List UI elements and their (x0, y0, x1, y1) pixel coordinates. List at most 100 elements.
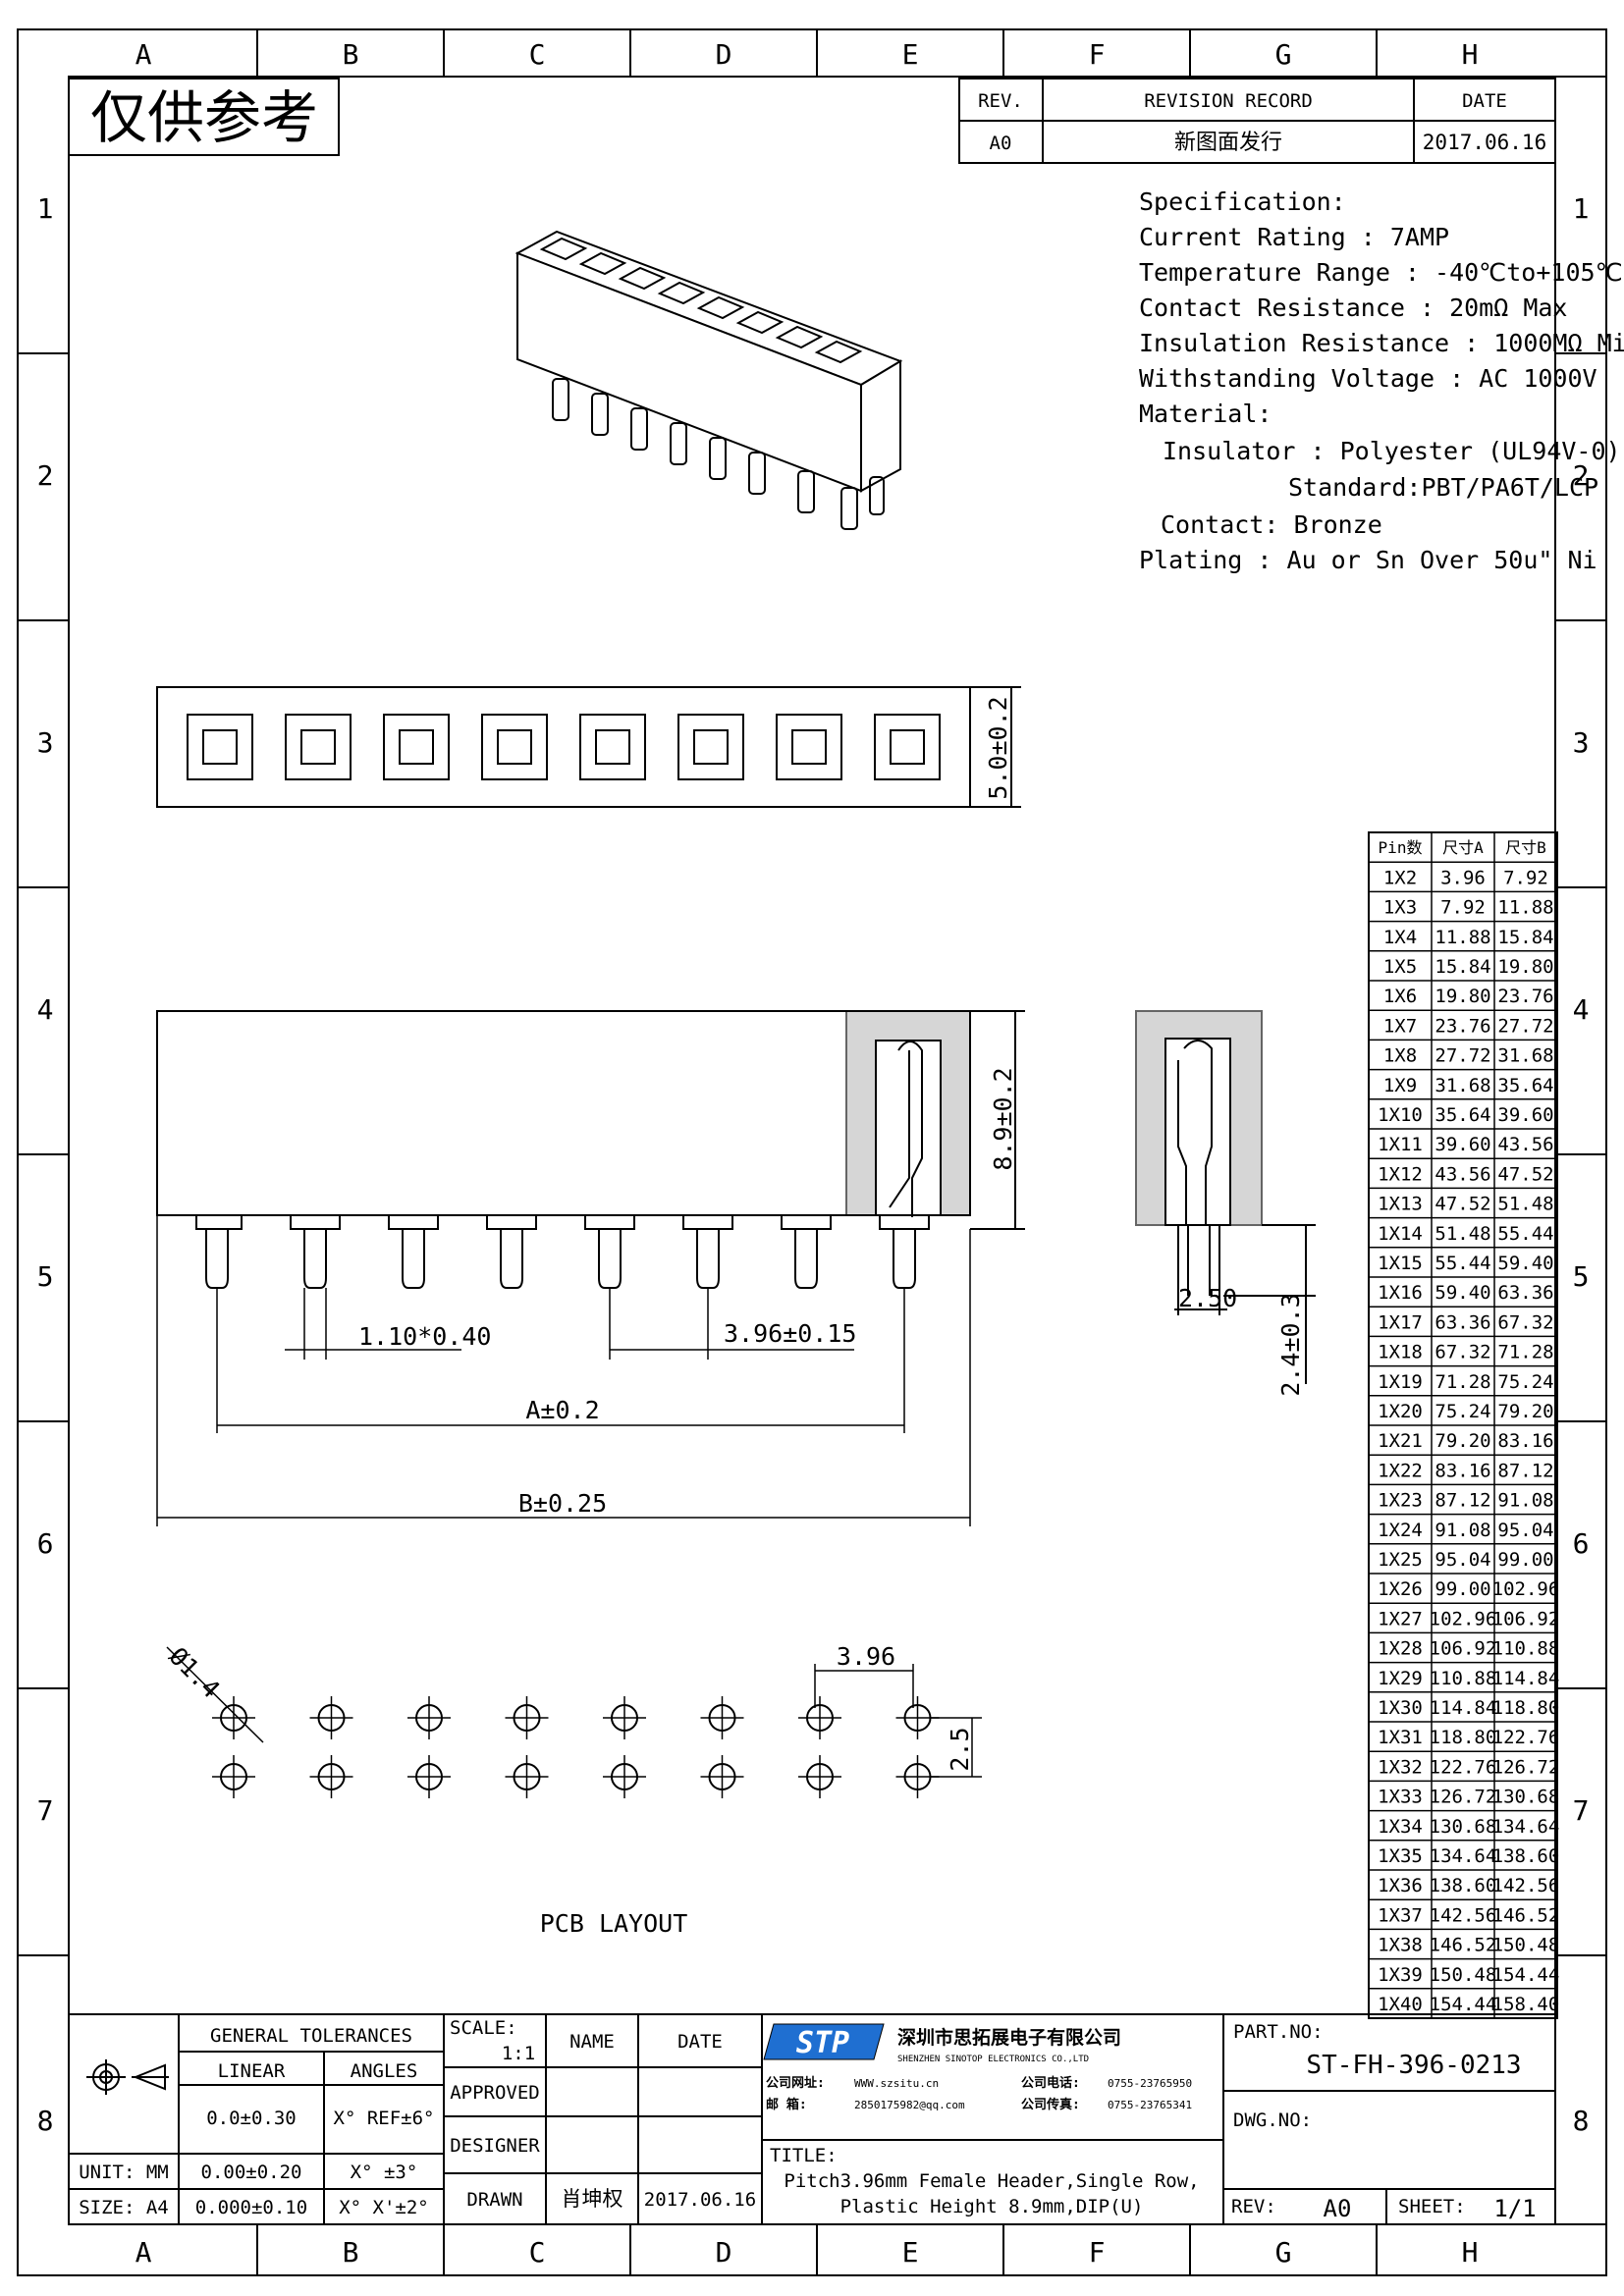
dim-a: A±0.2 (525, 1396, 599, 1424)
pin-table-cell: 110.88 (1492, 1638, 1560, 1660)
drawn-label: DRAWN (466, 2189, 522, 2211)
revision-block (958, 78, 1556, 164)
revision-record-header: REVISION RECORD (1144, 90, 1313, 112)
revision-date-value: 2017.06.16 (1423, 131, 1546, 154)
approved-label: APPROVED (450, 2082, 540, 2104)
general-tolerances: GENERAL TOLERANCES (210, 2025, 412, 2047)
company-logo: STP (763, 2023, 885, 2060)
grid-row-5: 5 (1573, 1260, 1590, 1293)
pin-table-header: Pin数 (1379, 838, 1423, 857)
dim-layout-row: 2.5 (946, 1727, 974, 1771)
pin-table-cell: 1X27 (1378, 1608, 1423, 1629)
pin-table-cell: 1X16 (1378, 1282, 1423, 1304)
name-header: NAME (569, 2031, 615, 2053)
pin-table-cell: 1X22 (1378, 1460, 1423, 1481)
pin-table-cell: 126.72 (1430, 1787, 1497, 1808)
spec-material: Material: (1139, 400, 1272, 428)
dim-row-pitch: 2.50 (1178, 1284, 1237, 1312)
pin-table-cell: 110.88 (1430, 1668, 1497, 1689)
spec-current-rating: Current Rating : 7AMP (1139, 223, 1449, 251)
pin-table-cell: 19.80 (1435, 986, 1490, 1007)
pin-table-cell: 51.48 (1435, 1223, 1490, 1245)
pin-table-cell: 35.64 (1497, 1075, 1553, 1096)
grid-col-e: E (902, 2236, 919, 2269)
pcb-hole (505, 1755, 549, 1798)
revision-record-value: 新图面发行 (1174, 131, 1282, 155)
pcb-hole (700, 1696, 744, 1739)
dim-tail: 2.4±0.3 (1276, 1293, 1305, 1396)
grid-col-c: C (529, 38, 546, 71)
pin-table-cell: 146.52 (1492, 1904, 1560, 1926)
top-view-slots (187, 714, 941, 780)
pin-table-cell: 63.36 (1497, 1282, 1553, 1304)
linear-tol-3: 0.000±0.10 (195, 2197, 307, 2218)
pin-table-cell: 1X36 (1378, 1875, 1423, 1896)
rev-value: A0 (990, 133, 1012, 154)
pin-table-cell: 1X2 (1383, 867, 1417, 888)
pin-table-cell: 67.32 (1497, 1311, 1553, 1333)
pin-table-cell: 55.44 (1497, 1223, 1553, 1245)
pin-table-cell: 1X30 (1378, 1697, 1423, 1719)
web-value: WWW.szsitu.cn (854, 2077, 939, 2090)
pin-table-cell: 99.00 (1497, 1549, 1553, 1571)
grid-col-h: H (1462, 38, 1479, 71)
rev-value-title: A0 (1324, 2195, 1352, 2222)
grid-col-g: G (1275, 2236, 1292, 2269)
pin-table-cell: 51.48 (1497, 1194, 1553, 1215)
pin-table-cell: 1X3 (1383, 897, 1417, 919)
dim-width-top: 5.0±0.2 (984, 696, 1012, 799)
pin-table-cell: 1X18 (1378, 1342, 1423, 1363)
pin-table-cell: 134.64 (1430, 1845, 1497, 1867)
grid-row-4: 4 (37, 993, 54, 1026)
title-line-2: Plastic Height 8.9mm,DIP(U) (840, 2196, 1144, 2217)
side-section-view (1135, 1010, 1316, 1384)
logo-text: STP (796, 2026, 849, 2060)
pin-table-cell: 106.92 (1492, 1608, 1560, 1629)
pin-table-cell: 79.20 (1497, 1401, 1553, 1422)
iso-slots (539, 237, 863, 364)
pin-table-cell: 138.60 (1492, 1845, 1560, 1867)
rev-label: REV: (1231, 2196, 1276, 2217)
pin-table-cell: 1X28 (1378, 1638, 1423, 1660)
linear-tol-1: 0.0±0.30 (206, 2108, 297, 2129)
pin-table-cell: 150.48 (1492, 1935, 1560, 1956)
grid-col-b: B (343, 2236, 359, 2269)
pin-table-cell: 1X25 (1378, 1549, 1423, 1571)
dim-b: B±0.25 (518, 1489, 607, 1518)
pcb-hole (603, 1755, 646, 1798)
pcb-hole (309, 1696, 353, 1739)
pin-table-cell: 1X20 (1378, 1401, 1423, 1422)
pin-table-cell: 142.56 (1430, 1904, 1497, 1926)
pin-table-cell: 114.84 (1492, 1668, 1560, 1689)
pin-table-cell: 1X37 (1378, 1904, 1423, 1926)
pin-table-cell: 75.24 (1435, 1401, 1490, 1422)
date-header: DATE (1462, 90, 1507, 112)
pin-table-cell: 95.04 (1497, 1520, 1553, 1541)
specification-block: Specification: Current Rating : 7AMP Tem… (1139, 187, 1624, 574)
grid-column-labels-bottom: A B C D E F G H (135, 2236, 1479, 2269)
grid-col-b: B (343, 38, 359, 71)
grid-col-a: A (135, 38, 152, 71)
web-label: 公司网址: (766, 2075, 825, 2091)
pin-table-cell: 43.56 (1435, 1163, 1490, 1185)
size-label: SIZE: A4 (79, 2197, 169, 2218)
pin-table-cell: 122.76 (1492, 1727, 1560, 1748)
pin-table-cell: 1X5 (1383, 956, 1417, 978)
spec-contact: Contact: Bronze (1161, 510, 1382, 539)
pin-table-cell: 1X11 (1378, 1134, 1423, 1155)
grid-row-5: 5 (37, 1260, 54, 1293)
pin-table-cell: 1X38 (1378, 1935, 1423, 1956)
grid-col-c: C (529, 2236, 546, 2269)
angle-tol-2: X° ±3° (351, 2162, 418, 2183)
title-block-lines (69, 2013, 1555, 2224)
linear-header: LINEAR (218, 2060, 286, 2082)
designer-label: DESIGNER (450, 2135, 540, 2157)
date-header-title: DATE (677, 2031, 723, 2053)
grid-row-labels-right: 1 2 3 4 5 6 7 8 (1573, 192, 1590, 2137)
pin-table-cell: 39.60 (1435, 1134, 1490, 1155)
pin-table-cell: 1X32 (1378, 1756, 1423, 1778)
pin-table-cell: 114.84 (1430, 1697, 1497, 1719)
stamp-box (68, 78, 340, 156)
pin-table-cell: 15.84 (1497, 927, 1553, 948)
